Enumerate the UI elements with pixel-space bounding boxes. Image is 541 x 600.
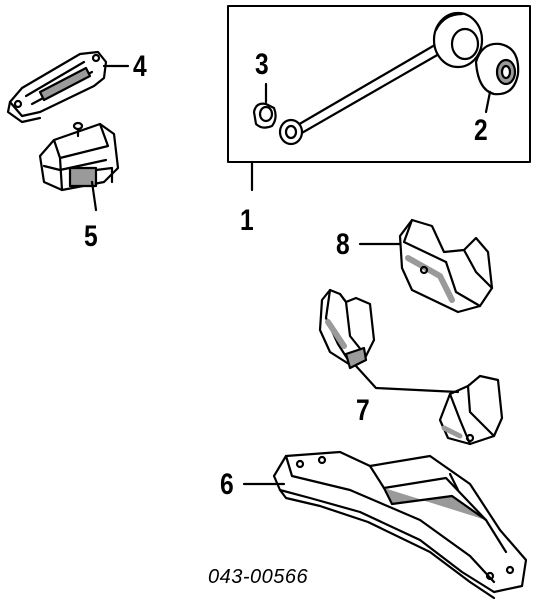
callout-6: 6 (220, 468, 234, 501)
callout-8: 8 (336, 228, 350, 261)
leader-line-5 (90, 180, 98, 212)
callout-4: 4 (133, 50, 147, 83)
callout-3: 3 (255, 48, 269, 81)
bracket-4 (6, 50, 108, 124)
callout-7: 7 (356, 394, 370, 427)
engine-mount-5 (38, 121, 120, 192)
callout-2: 2 (474, 114, 488, 147)
torque-rod (278, 11, 484, 146)
callout-1: 1 (240, 204, 254, 237)
callout-5: 5 (84, 220, 98, 253)
leader-line-7 (354, 364, 460, 394)
mount-8 (398, 218, 494, 314)
leader-line-2 (484, 90, 492, 114)
bushing-3 (252, 102, 277, 129)
mount-7b (438, 374, 504, 446)
bushing-2 (474, 42, 520, 96)
diagram-part-number: 043-00566 (208, 566, 309, 588)
assembly-box-1 (227, 5, 531, 163)
crossmember-6 (272, 450, 528, 600)
mount-7a (318, 288, 376, 370)
